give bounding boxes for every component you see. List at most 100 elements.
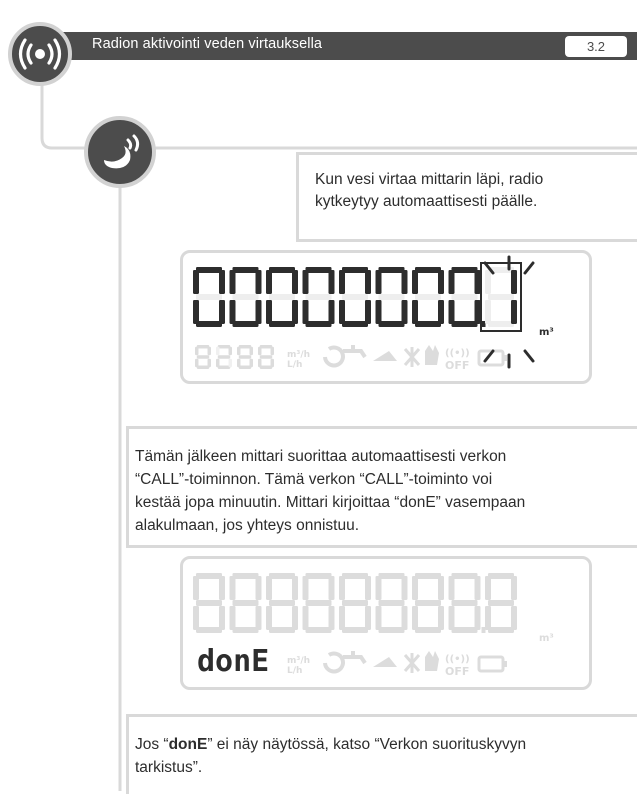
flow-unit-bottom: L/h: [287, 666, 302, 676]
tamper-hand-icon: [425, 651, 439, 671]
lcd-digit: [448, 573, 481, 633]
lcd-segment: [438, 300, 444, 324]
lcd-segment: [378, 573, 405, 579]
lcd-segment: [266, 270, 272, 294]
lcd-segment: [302, 270, 309, 294]
lcd-display-1: m³/h L/h ((•)) OFF m³: [180, 250, 592, 384]
lcd-digit: [448, 267, 481, 327]
lcd-segment: [342, 573, 368, 579]
lcd-digit: [485, 267, 517, 327]
lcd-segment: [448, 300, 455, 324]
lcd-segment: [415, 627, 441, 633]
blinking-digit-outline: [480, 262, 522, 332]
lcd-segment: [328, 270, 335, 294]
lcd-segment: [378, 267, 405, 273]
lcd-segment: [196, 345, 210, 349]
frost-icon: [403, 347, 421, 367]
flow-unit-top: m³/h: [287, 350, 310, 360]
done-indicator: donE: [197, 644, 269, 679]
lcd-segment: [195, 346, 199, 356]
lcd-segment: [259, 345, 273, 349]
step3-suffix: ” ei näy näytössä, katso “Verkon suoritu…: [207, 736, 527, 753]
lcd-segment: [292, 300, 298, 324]
lcd-digit: [375, 267, 408, 327]
lcd-segment: [415, 321, 441, 327]
lcd-digit: [302, 267, 335, 327]
lcd-segment: [342, 321, 368, 327]
lcd-digit: [229, 573, 262, 633]
lcd-digit: [412, 267, 444, 327]
reverse-flow-icon: [323, 651, 345, 674]
lcd-segment: [255, 606, 262, 630]
lcd-segment: [339, 606, 345, 630]
lcd-digit: [266, 267, 298, 327]
lcd-segment: [328, 300, 335, 324]
lcd-segment: [378, 627, 405, 633]
lcd-small-digit: [237, 345, 253, 369]
lcd-segment: [438, 606, 444, 630]
lcd-segment: [270, 358, 274, 368]
lcd-segment: [448, 606, 455, 630]
lcd-segment: [255, 270, 262, 294]
lcd-segment: [237, 346, 241, 356]
lcd-segment: [474, 270, 481, 294]
lcd-segment: [269, 627, 295, 633]
step2-line3: kestää jopa minuutin. Mittari kirjoittaa…: [135, 494, 526, 511]
lcd-segment: [488, 294, 514, 300]
lcd-segment: [485, 270, 491, 294]
lcd-segment: [438, 270, 444, 294]
tamper-hand-icon: [425, 345, 439, 365]
lcd-segment: [328, 606, 335, 630]
lcd-segment: [375, 606, 382, 630]
lcd-segment: [511, 300, 517, 324]
lcd-segment: [259, 355, 273, 359]
lcd-segment: [196, 365, 210, 369]
battery-icon: [477, 655, 505, 673]
lcd-segment: [292, 270, 298, 294]
lcd-segment: [238, 345, 252, 349]
lcd-segment: [485, 576, 491, 600]
lcd-segment: [219, 270, 225, 294]
decimal-point: [481, 321, 486, 327]
lcd-display-2: donE m³/h L/h ((•)) OFF m³: [180, 556, 592, 690]
lcd-segment: [193, 300, 199, 324]
lcd-segment: [305, 573, 332, 579]
lcd-segment: [305, 600, 332, 606]
lcd-digit: [485, 573, 517, 633]
step3-keyword: donE: [168, 736, 208, 753]
lcd-segment: [196, 267, 222, 273]
step1-textbox: [296, 152, 637, 242]
lcd-digit: [375, 573, 408, 633]
lcd-segment: [217, 365, 231, 369]
step3-line1: Jos “donE” ei näy näytössä, katso “Verko…: [135, 734, 526, 756]
lcd-segment: [232, 294, 259, 300]
lcd-segment: [511, 270, 517, 294]
lcd-segment: [249, 358, 253, 368]
lcd-segment: [228, 358, 232, 368]
lcd-segment: [451, 600, 478, 606]
decimal-point: [481, 627, 486, 633]
frost-icon: [403, 653, 421, 673]
flow-unit-top: m³/h: [287, 656, 310, 666]
lcd-segment: [511, 606, 517, 630]
lcd-segment: [196, 600, 222, 606]
lcd-segment: [302, 606, 309, 630]
lcd-segment: [207, 346, 211, 356]
step1-text-line2: kytkeytyy automaattisesti päälle.: [315, 193, 538, 210]
lcd-segment: [216, 358, 220, 368]
header-bar: [58, 32, 637, 60]
step2-line1: Tämän jälkeen mittari suorittaa automaat…: [135, 448, 507, 465]
lcd-segment: [451, 267, 478, 273]
lcd-small-digit: [195, 345, 211, 369]
lcd-segment: [378, 321, 405, 327]
lcd-segment: [339, 270, 345, 294]
lcd-segment: [232, 627, 259, 633]
lcd-segment: [232, 321, 259, 327]
lcd-segment: [269, 573, 295, 579]
lcd-segment: [401, 270, 408, 294]
water-flow-icon: [104, 134, 140, 169]
volume-unit: m³: [539, 633, 554, 644]
lcd-segment: [474, 576, 481, 600]
lcd-segment: [448, 576, 455, 600]
